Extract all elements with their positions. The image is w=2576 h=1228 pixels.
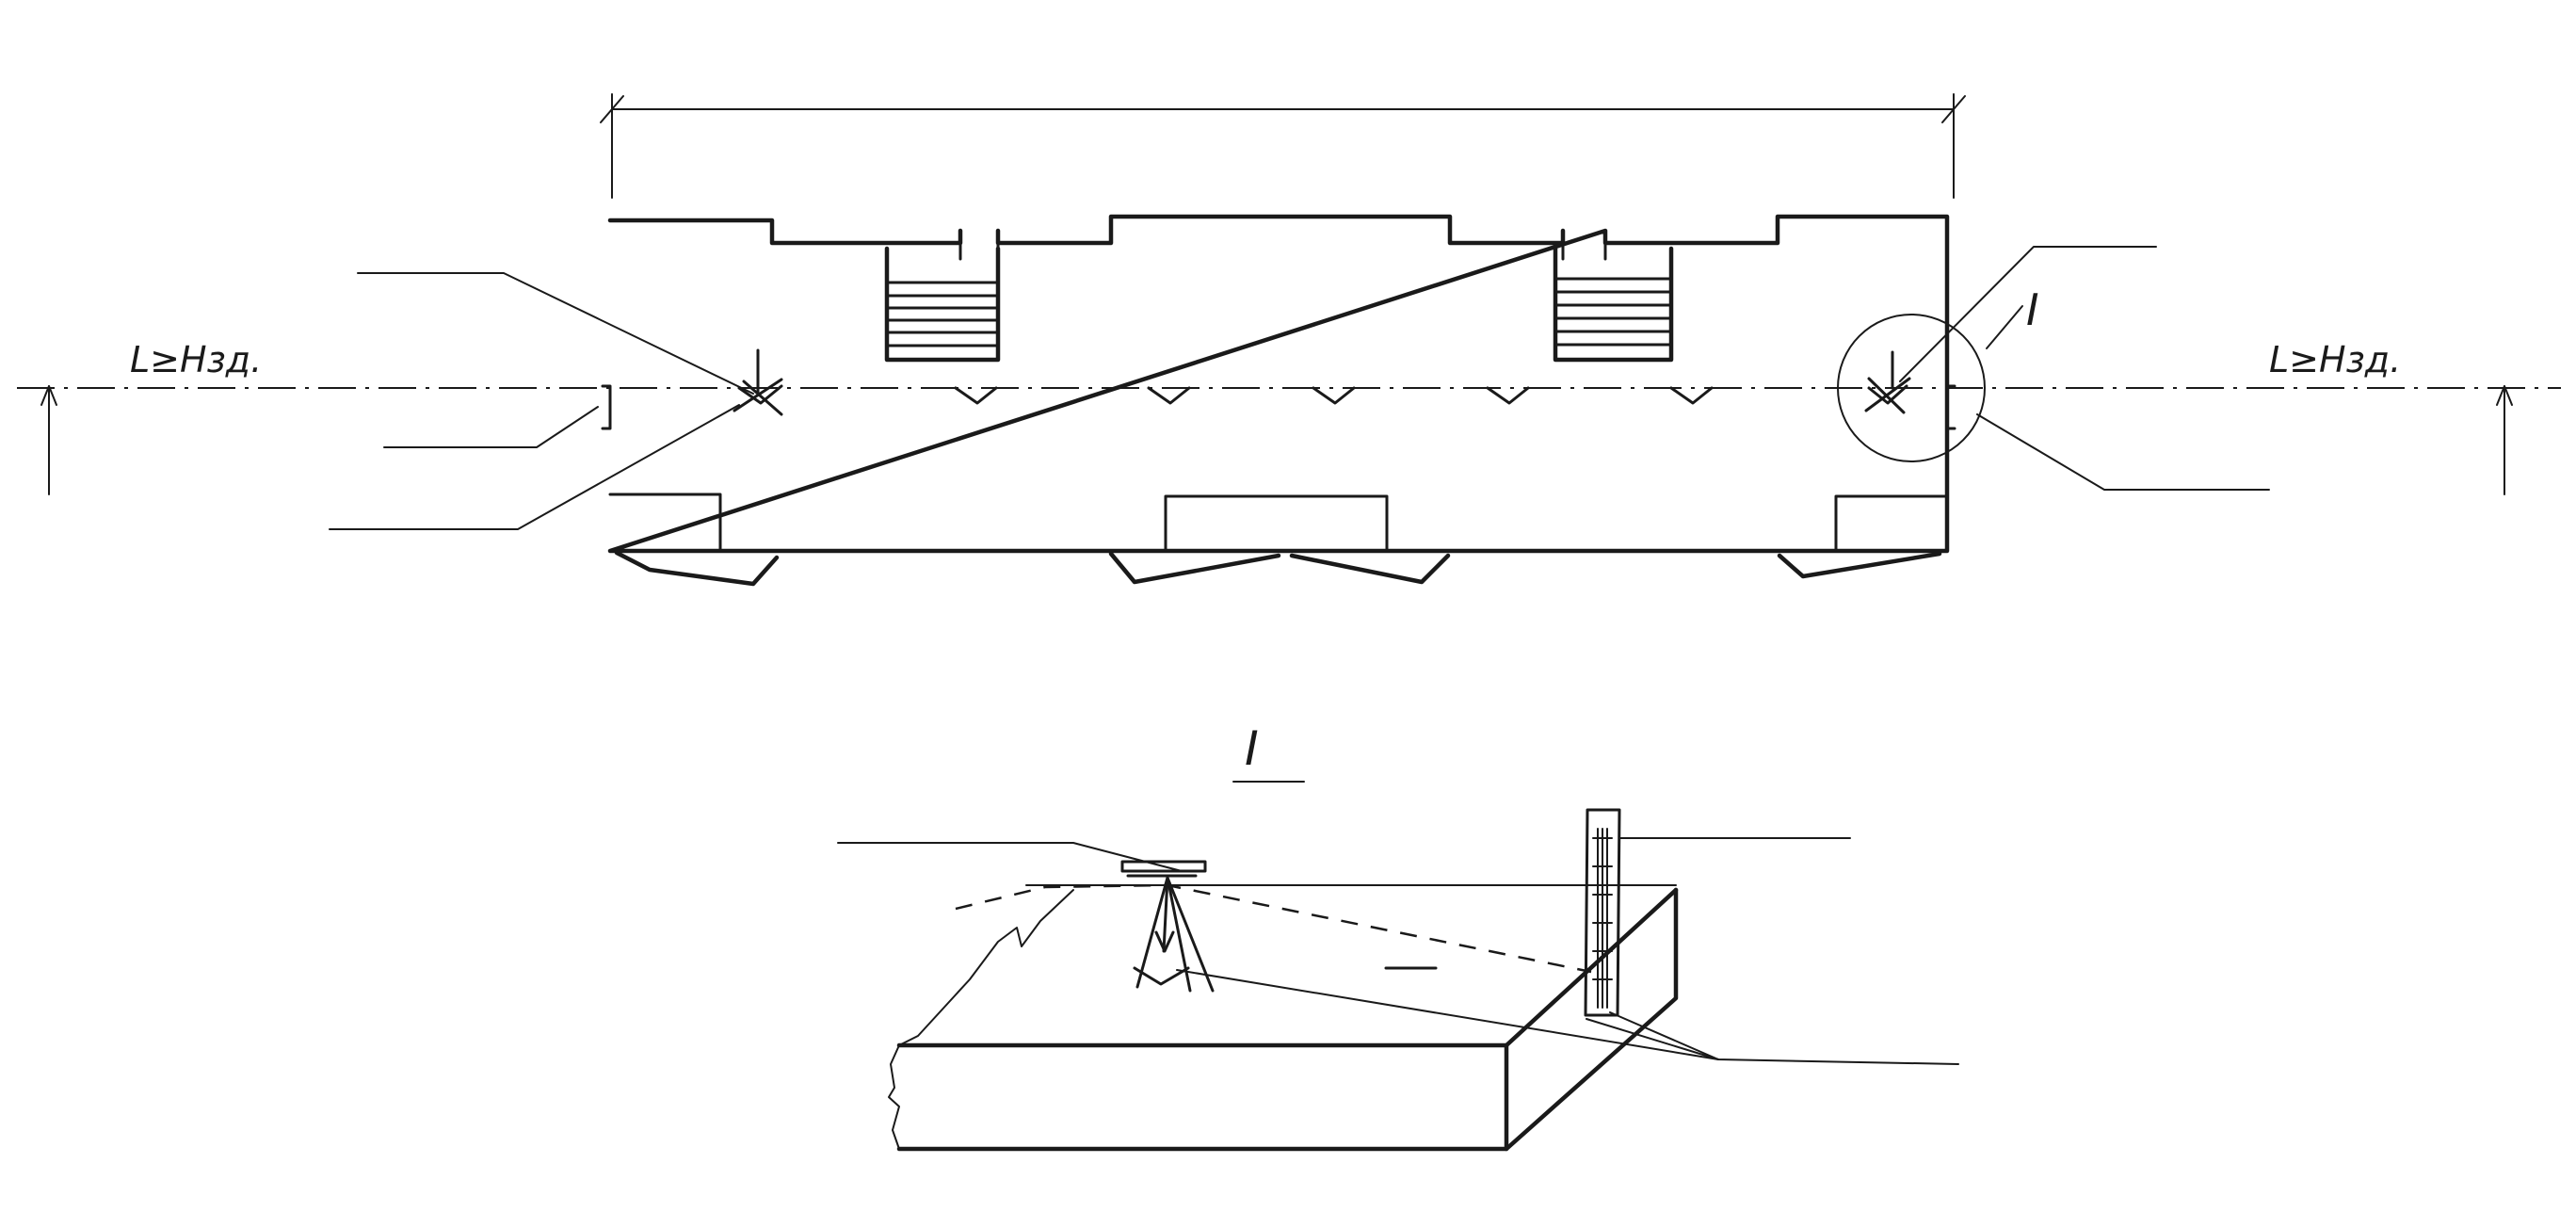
station-mark-right	[1837, 314, 1986, 462]
leader-lines	[329, 246, 2270, 530]
clearance-label-left: L≥Hзд.	[130, 339, 262, 380]
leveling-staff	[1584, 808, 1621, 1017]
level-marks	[954, 386, 1714, 405]
building-plan: L≥Hзд. L≥Hзд. I	[17, 93, 2561, 587]
clearance-label-right: L≥Hзд.	[2269, 339, 2401, 380]
section-arrow-left	[40, 385, 57, 495]
building-outline	[607, 214, 1950, 554]
detail-title: I	[1245, 721, 1259, 776]
level-instrument	[1120, 860, 1215, 993]
floor-slab	[888, 884, 1679, 1152]
staircase	[1553, 246, 1674, 363]
section-arrow-right	[2496, 385, 2513, 495]
room-center	[1164, 494, 1389, 553]
dimension-line	[600, 93, 1966, 199]
room-right	[1834, 494, 1949, 553]
room-left	[608, 493, 722, 553]
detail-marker: I	[2026, 284, 2039, 335]
entrance-canopies	[614, 550, 1942, 587]
station-mark-left	[733, 348, 783, 416]
staircase	[884, 246, 1001, 363]
detail-leader-lines	[837, 837, 1959, 1065]
detail-view: I	[837, 721, 1959, 1152]
